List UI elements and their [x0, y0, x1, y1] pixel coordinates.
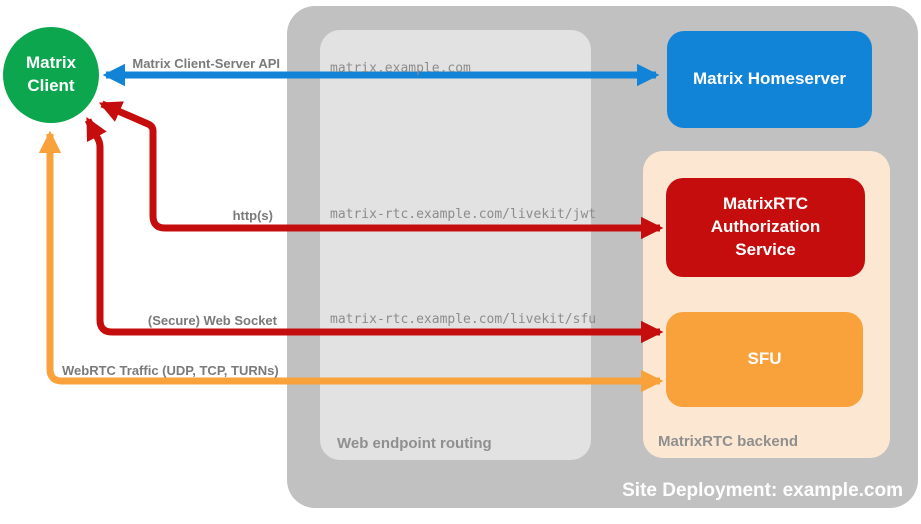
matrixrtc-backend-title: MatrixRTC backend: [658, 433, 799, 450]
web-endpoint-routing-title: Web endpoint routing: [337, 435, 492, 452]
site-deployment-title: Site Deployment: example.com: [622, 480, 903, 501]
matrixrtc-authorization-service-node: MatrixRTC Authorization Service: [666, 178, 865, 277]
webrtc-traffic-label: WebRTC Traffic (UDP, TCP, TURNs): [62, 363, 279, 378]
https-label: http(s): [232, 208, 273, 223]
endpoint-livekit-sfu: matrix-rtc.example.com/livekit/sfu: [330, 312, 597, 327]
secure-web-socket-label: (Secure) Web Socket: [147, 313, 277, 328]
matrix-client-node: Matrix Client: [3, 27, 99, 123]
sfu-node: SFU: [666, 312, 863, 407]
web-endpoint-routing-box: Web endpoint routing: [320, 30, 591, 460]
matrix-homeserver-node: Matrix Homeserver: [667, 31, 872, 128]
endpoint-matrix-example-com: matrix.example.com: [330, 61, 471, 76]
endpoint-livekit-jwt: matrix-rtc.example.com/livekit/jwt: [330, 207, 597, 222]
client-server-api-label: Matrix Client-Server API: [132, 56, 280, 71]
